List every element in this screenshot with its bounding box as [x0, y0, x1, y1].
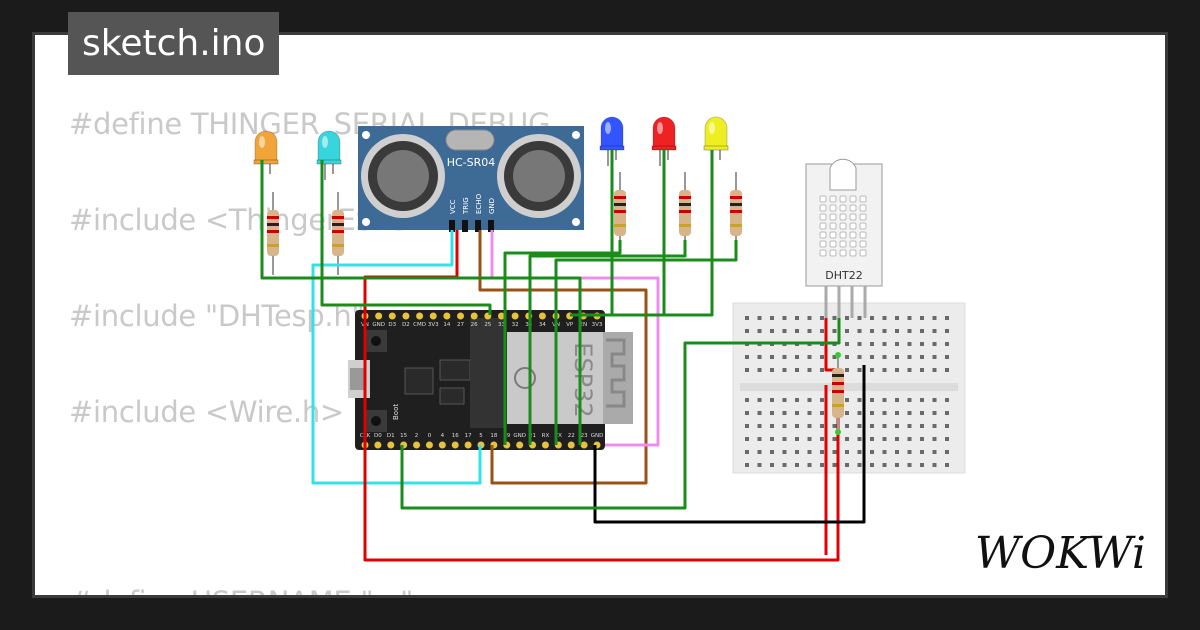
- esp32-pin-label: D2: [402, 322, 410, 328]
- esp32-pin[interactable]: [413, 441, 421, 449]
- esp32-pin-label: 22: [568, 433, 575, 439]
- led-cyan[interactable]: [316, 130, 342, 180]
- esp32-pin-label: 17: [465, 433, 472, 439]
- esp32-pin-label: 34: [539, 322, 546, 328]
- esp32-pin-label: 33: [498, 322, 505, 328]
- esp32-pin-label: EN: [580, 322, 588, 328]
- wire-green[interactable]: [554, 240, 738, 445]
- led-orange[interactable]: [253, 130, 279, 180]
- hc-sr04-pin-label: ECHO: [475, 193, 483, 214]
- wire-green[interactable]: [400, 318, 841, 510]
- esp32-pin[interactable]: [387, 441, 395, 449]
- resistor[interactable]: [679, 172, 691, 240]
- esp32-pin[interactable]: [580, 441, 588, 449]
- resistor[interactable]: [614, 172, 626, 240]
- page-title: sketch.ino: [68, 12, 280, 75]
- wire-green[interactable]: [528, 240, 687, 445]
- resistor[interactable]: [332, 192, 344, 275]
- esp32-pin[interactable]: [464, 441, 472, 449]
- esp32-pin-label: 15: [400, 433, 407, 439]
- led-red[interactable]: [651, 116, 677, 166]
- wire-cyan[interactable]: [311, 230, 482, 485]
- esp32-pin[interactable]: [451, 441, 459, 449]
- esp32-chip-label: ESP32: [569, 342, 597, 417]
- esp32-pin[interactable]: [538, 312, 546, 320]
- dht22-sensor[interactable]: DHT22: [805, 158, 883, 318]
- esp32-pin[interactable]: [402, 312, 410, 320]
- wire-green[interactable]: [320, 160, 492, 315]
- esp32-pin-label: VP: [566, 322, 574, 328]
- resistor[interactable]: [267, 192, 279, 275]
- wire-green[interactable]: [600, 150, 714, 317]
- esp32-pin-label: 18: [490, 433, 497, 439]
- esp32-pin[interactable]: [541, 441, 549, 449]
- wire-black[interactable]: [593, 365, 866, 524]
- wokwi-logo: WOKWi: [975, 528, 1146, 579]
- esp32-pin-label: RX: [542, 433, 550, 439]
- esp32-pin[interactable]: [497, 312, 505, 320]
- wire-green[interactable]: [260, 160, 582, 445]
- wire-brown[interactable]: [478, 230, 648, 485]
- hc-sr04-sensor[interactable]: HC-SR04 VCC TRIG ECHO GND: [358, 126, 584, 232]
- esp32-pin[interactable]: [388, 312, 396, 320]
- esp32-pin-label: GND: [513, 433, 526, 439]
- esp32-pin-label: 19: [503, 433, 510, 439]
- esp32-pin[interactable]: [516, 441, 524, 449]
- esp32-pin-label: 25: [484, 322, 491, 328]
- dht22-label: DHT22: [825, 269, 862, 282]
- esp32-pin-label: 3V3: [592, 322, 603, 328]
- esp32-pin-label: 0: [428, 433, 432, 439]
- hc-sr04-pin-label: VCC: [449, 199, 457, 214]
- hc-sr04-pin-label: TRIG: [462, 197, 470, 215]
- esp32-pin-label: D3: [388, 322, 396, 328]
- esp32-pin-label: 23: [581, 433, 588, 439]
- esp32-pin-label: CMD: [413, 322, 426, 328]
- esp32-pin-label: D0: [374, 433, 382, 439]
- code-line: #define USERNAME "...": [69, 585, 414, 595]
- wire-pink[interactable]: [490, 230, 660, 447]
- esp32-pin-label: 26: [471, 322, 478, 328]
- esp32-pin[interactable]: [567, 441, 575, 449]
- simulation-canvas[interactable]: #define THINGER_SERIAL_DEBUG #include <T…: [32, 32, 1168, 598]
- esp32-pin[interactable]: [443, 312, 451, 320]
- esp32-pin[interactable]: [374, 441, 382, 449]
- esp32-pin-label: 14: [443, 322, 450, 328]
- esp32-pin[interactable]: [375, 312, 383, 320]
- esp32-pin-label: 5: [479, 433, 483, 439]
- resistor[interactable]: [730, 172, 742, 240]
- esp32-pin[interactable]: [470, 312, 478, 320]
- esp32-pin-label: 21: [529, 433, 536, 439]
- esp32-pin[interactable]: [416, 312, 424, 320]
- esp32-pin-label: 2: [415, 433, 419, 439]
- esp32-pin-label: GND: [591, 433, 604, 439]
- code-line: #include <Wire.h>: [69, 395, 344, 429]
- esp32-pin-label: GND: [372, 322, 385, 328]
- esp32-pin-label: 27: [457, 322, 464, 328]
- wire-red[interactable]: [363, 230, 840, 562]
- esp32-pin-label: 3V3: [428, 322, 439, 328]
- led-yellow[interactable]: [703, 116, 729, 166]
- esp32-pin-label: 4: [441, 433, 445, 439]
- esp32-pin-label: 16: [452, 433, 459, 439]
- esp32-pin-label: TX: [554, 433, 562, 439]
- esp32-pin[interactable]: [425, 441, 433, 449]
- breadboard[interactable]: [732, 302, 966, 474]
- esp32-pin[interactable]: [429, 312, 437, 320]
- breadboard-resistor[interactable]: [832, 352, 844, 435]
- wire-green[interactable]: [503, 240, 622, 445]
- esp32-pin-label: 32: [512, 322, 519, 328]
- hc-sr04-pin-label: GND: [488, 198, 496, 214]
- hc-sr04-label: HC-SR04: [447, 156, 496, 169]
- boot-label: Boot: [392, 404, 400, 420]
- esp32-pin[interactable]: [438, 441, 446, 449]
- esp32-pin-label: D1: [387, 433, 395, 439]
- esp32-pin[interactable]: [457, 312, 465, 320]
- esp32-pin[interactable]: [511, 312, 519, 320]
